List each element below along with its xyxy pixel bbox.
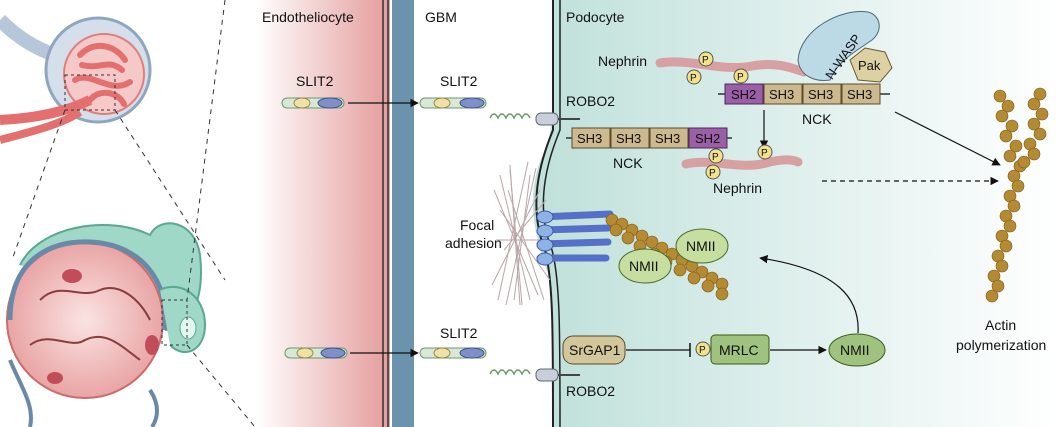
sh3-domain-bottom-3 [649, 127, 689, 149]
region-label-endotheliocyte: Endotheliocyte [262, 9, 354, 25]
mrlc-protein: MRLC [710, 334, 770, 365]
nwasp-protein [797, 11, 880, 81]
focal-adhesion-label-line2: adhesion [445, 235, 502, 251]
svg-text:P: P [702, 55, 709, 66]
svg-text:SH3: SH3 [655, 131, 680, 146]
svg-text:NMII: NMII [840, 342, 870, 358]
nck-label-top: NCK [802, 111, 832, 127]
svg-text:P: P [690, 73, 697, 84]
slit2-label-endo-top: SLIT2 [296, 73, 334, 89]
svg-text:SH3: SH3 [616, 131, 641, 146]
focal-adhesion-fibers [491, 161, 551, 306]
svg-text:SrGAP1: SrGAP1 [569, 342, 621, 358]
region-label-gbm: GBM [425, 9, 457, 25]
nck-to-actin-arrow [894, 111, 1001, 166]
phospho-group-nephrin-bottom: P P P [705, 144, 773, 180]
nephrin-chain-bottom [681, 155, 803, 170]
integrin-receptors [536, 210, 614, 266]
actin-polymerization-filament [985, 87, 1049, 303]
slit2-molecule-endo-bottom [284, 347, 348, 359]
slit2-molecule-endo-top [281, 97, 345, 109]
nmii-oval-2: NMII [618, 248, 672, 284]
svg-text:NMII: NMII [686, 238, 716, 254]
sh2-domain-top [724, 83, 764, 105]
sh3-domain-top-1 [763, 83, 803, 105]
nephrin-label-bottom: Nephrin [713, 180, 762, 196]
svg-text:P: P [699, 345, 706, 356]
sh3-domain-bottom-2 [610, 127, 650, 149]
nmii-to-actin-arrow [759, 254, 859, 334]
phospho-group-nephrin-top: P P P [686, 51, 749, 85]
nck-top: SH2 SH3 SH3 SH3 [718, 83, 890, 105]
sh3-domain-top-2 [802, 83, 842, 105]
svg-text:SH3: SH3 [847, 87, 872, 102]
srgap1-inhibits-mrlc [626, 343, 691, 357]
slit2-molecule-gbm-top [419, 97, 487, 109]
nck-label-bottom: NCK [613, 155, 643, 171]
svg-text:SH3: SH3 [577, 131, 602, 146]
nephrin-label-top: Nephrin [598, 53, 647, 69]
sh2-domain-bottom [688, 127, 728, 149]
actin-filament-focal [605, 213, 729, 301]
slit2-molecule-gbm-bottom [419, 347, 487, 359]
endotheliocyte-region [255, 0, 390, 427]
svg-text:NMII: NMII [629, 258, 659, 274]
slit2-label-gbm-bottom: SLIT2 [440, 325, 478, 341]
svg-text:P: P [709, 168, 716, 179]
actin-label-line1: Actin [985, 317, 1016, 333]
nmii-oval-1: NMII [675, 228, 729, 264]
pak-label: Pak [858, 58, 881, 73]
svg-text:SH2: SH2 [731, 87, 756, 102]
sh3-domain-bottom-1 [571, 127, 611, 149]
gbm-region [392, 0, 414, 427]
robo2-receptor-top [489, 112, 580, 126]
capillary-cross-section [6, 0, 256, 427]
svg-text:SH3: SH3 [769, 87, 794, 102]
pak-protein [849, 47, 893, 83]
nephrin-chain-top [655, 57, 809, 77]
svg-text:P: P [712, 152, 719, 163]
glomerulus-illustration [0, 14, 226, 281]
actin-label-line2: polymerization [956, 337, 1046, 353]
srgap1-protein: SrGAP1 [562, 335, 626, 365]
svg-text:P: P [737, 72, 744, 83]
svg-text:MRLC: MRLC [719, 342, 759, 358]
nck-bottom: SH3 SH3 SH3 SH2 [566, 127, 732, 149]
robo2-label-bottom: ROBO2 [566, 383, 615, 399]
phospho-mrlc: P [695, 341, 711, 357]
robo2-receptor-bottom [489, 368, 580, 382]
slit2-label-gbm-top: SLIT2 [440, 73, 478, 89]
region-label-podocyte: Podocyte [566, 9, 625, 25]
nmii-oval-3: NMII [828, 333, 886, 367]
sh3-domain-top-3 [841, 83, 881, 105]
svg-text:P: P [761, 148, 768, 159]
svg-text:SH3: SH3 [808, 87, 833, 102]
svg-text:SH2: SH2 [695, 131, 720, 146]
robo2-label-top: ROBO2 [566, 93, 615, 109]
focal-adhesion-label-line1: Focal [460, 217, 494, 233]
